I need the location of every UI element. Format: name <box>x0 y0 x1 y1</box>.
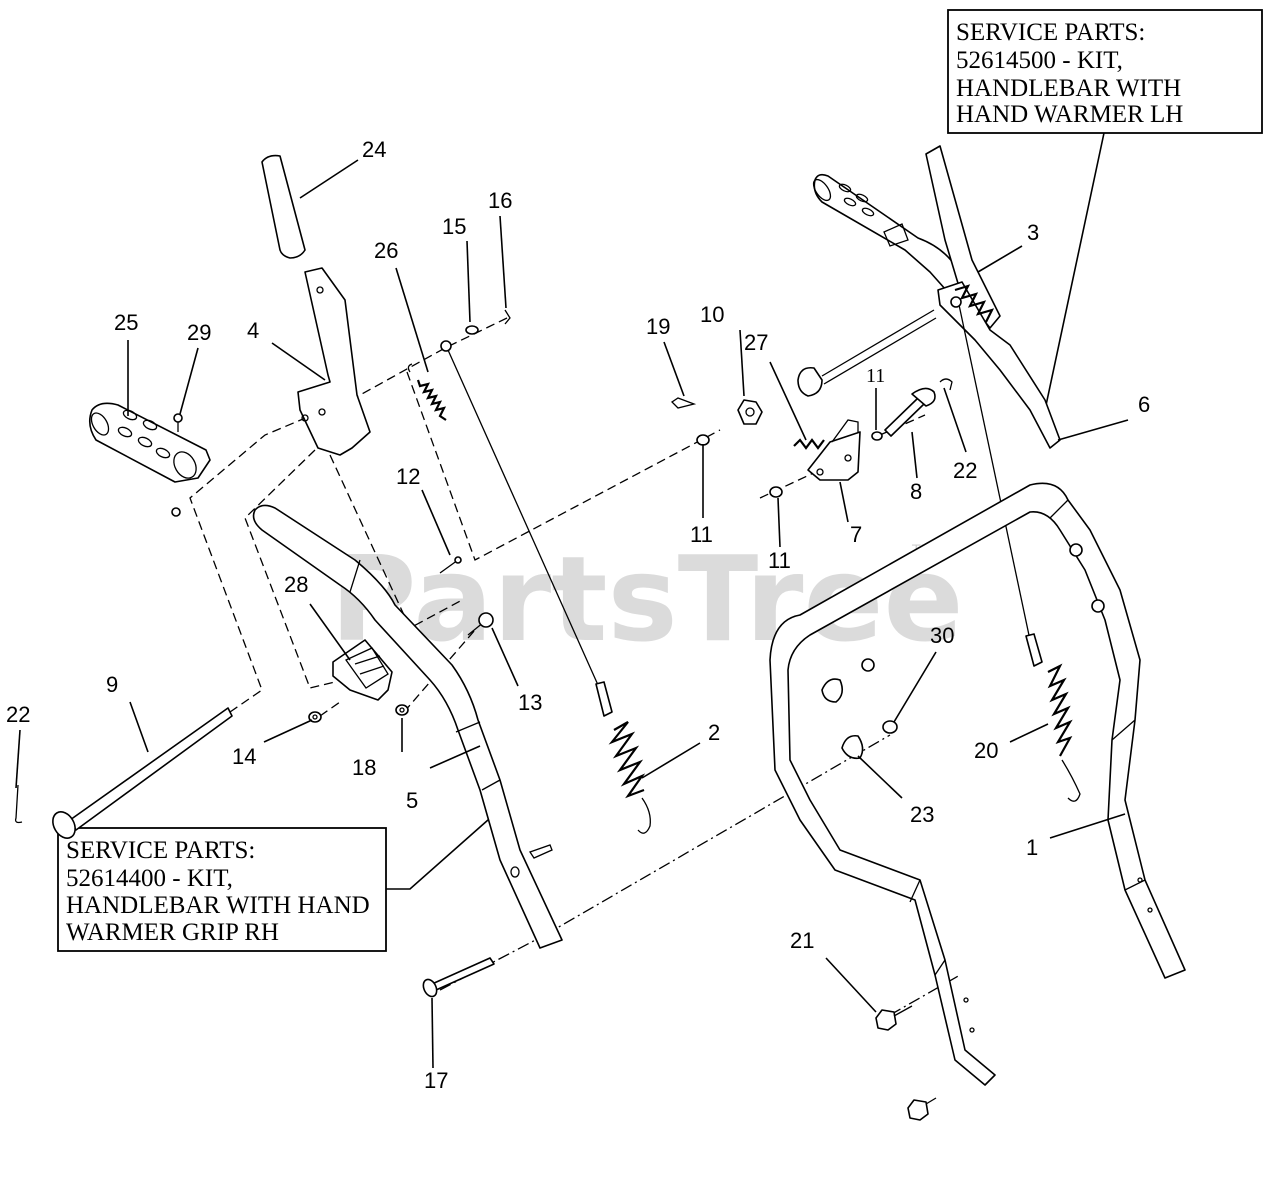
part-24-lever-cover[interactable] <box>261 154 306 259</box>
service-box-lh-line-2: 52614500 - KIT, <box>956 47 1123 74</box>
callout-24[interactable]: 24 <box>362 137 386 162</box>
part-9-interlock-rod[interactable] <box>48 707 233 842</box>
part-8-pivot-pin[interactable] <box>884 387 936 437</box>
part-22-clip-left[interactable] <box>14 784 23 824</box>
part-10-rear-knob[interactable] <box>797 309 937 397</box>
part-25-heated-grip[interactable] <box>88 402 211 483</box>
part-7-pivot-bracket[interactable] <box>807 419 861 481</box>
callout-13[interactable]: 13 <box>518 690 542 715</box>
part-26-spring[interactable] <box>407 363 447 421</box>
callout-21[interactable]: 21 <box>790 928 814 953</box>
callout-22-right[interactable]: 22 <box>953 458 977 483</box>
callout-23[interactable]: 23 <box>910 802 934 827</box>
callout-15[interactable]: 15 <box>442 214 466 239</box>
callout-9[interactable]: 9 <box>106 672 118 697</box>
callout-5[interactable]: 5 <box>406 788 418 813</box>
part-1-lower-handle[interactable] <box>769 482 1186 1086</box>
callout-10[interactable]: 10 <box>700 302 724 327</box>
callout-14[interactable]: 14 <box>232 744 256 769</box>
callout-11-b[interactable]: 11 <box>768 548 791 573</box>
part-29-screw[interactable] <box>171 413 183 517</box>
callout-16[interactable]: 16 <box>488 188 512 213</box>
callout-11-a[interactable]: 11 <box>690 522 713 547</box>
part-14-lock-nut[interactable] <box>308 711 322 723</box>
callout-22-left[interactable]: 22 <box>6 702 30 727</box>
part-15-washer[interactable] <box>465 325 479 335</box>
callout-7[interactable]: 7 <box>850 522 862 547</box>
callout-29[interactable]: 29 <box>187 320 211 345</box>
service-box-lh-line-3: HANDLEBAR WITH <box>956 75 1181 102</box>
part-27-torsion-spring[interactable] <box>793 438 825 450</box>
service-box-lh-line-4: HAND WARMER LH <box>956 101 1183 128</box>
part-16-cotter-pin[interactable] <box>504 309 511 325</box>
service-box-lh-line-1: SERVICE PARTS: <box>956 19 1145 46</box>
callout-11-c[interactable]: 11 <box>866 365 885 387</box>
callout-3[interactable]: 3 <box>1027 220 1039 245</box>
callout-27[interactable]: 27 <box>744 330 768 355</box>
part-19-hairpin[interactable] <box>670 397 697 409</box>
service-box-rh-line-4: WARMER GRIP RH <box>66 919 279 946</box>
callout-28[interactable]: 28 <box>284 572 308 597</box>
part-4-bracket[interactable] <box>297 267 371 456</box>
leader-lines <box>15 159 1129 1069</box>
callout-labels: 1 2 3 4 5 6 7 8 9 10 11 11 11 12 13 14 1… <box>6 137 1150 1093</box>
callout-17[interactable]: 17 <box>424 1068 448 1093</box>
callout-8[interactable]: 8 <box>910 479 922 504</box>
callout-25[interactable]: 25 <box>114 310 138 335</box>
part-18-lock-nut[interactable] <box>395 704 409 716</box>
part-11-nut-a[interactable] <box>696 434 710 446</box>
part-5-handlebar-rh[interactable] <box>252 504 563 949</box>
callout-2[interactable]: 2 <box>708 720 720 745</box>
service-box-rh: SERVICE PARTS: 52614400 - KIT, HANDLEBAR… <box>57 827 387 952</box>
part-11-nut-c[interactable] <box>871 431 883 441</box>
part-11-nut-b[interactable] <box>769 486 783 498</box>
callout-26[interactable]: 26 <box>374 238 398 263</box>
callout-30[interactable]: 30 <box>930 623 954 648</box>
callout-19[interactable]: 19 <box>646 314 670 339</box>
part-23-handle-knob[interactable] <box>841 734 864 760</box>
callout-6[interactable]: 6 <box>1138 392 1150 417</box>
callout-12[interactable]: 12 <box>396 464 420 489</box>
part-28-interlock-block[interactable] <box>332 639 393 701</box>
service-box-rh-line-1: SERVICE PARTS: <box>66 837 255 864</box>
part-22-clip-right[interactable] <box>939 378 953 391</box>
callout-20[interactable]: 20 <box>974 738 998 763</box>
service-box-rh-leader <box>386 811 498 890</box>
service-box-rh-line-3: HANDLEBAR WITH HAND <box>66 892 370 919</box>
callout-1[interactable]: 1 <box>1026 835 1038 860</box>
part-20-extension-spring[interactable] <box>1047 663 1081 802</box>
callout-4[interactable]: 4 <box>247 318 259 343</box>
callout-18[interactable]: 18 <box>352 755 376 780</box>
part-21-hex-bolt-2[interactable] <box>907 1097 937 1121</box>
part-17-carriage-bolt[interactable] <box>421 957 495 999</box>
part-6-cable-lh[interactable] <box>950 296 1043 667</box>
service-box-lh-leader <box>1044 132 1105 411</box>
service-box-rh-line-2: 52614400 - KIT, <box>66 865 233 892</box>
part-12-pin[interactable] <box>439 556 462 574</box>
part-3-handlebar-lh[interactable] <box>810 145 1061 449</box>
part-21-hex-bolt[interactable] <box>875 1005 913 1031</box>
part-30-flange-nut[interactable] <box>882 720 898 734</box>
service-box-lh: SERVICE PARTS: 52614500 - KIT, HANDLEBAR… <box>947 9 1263 134</box>
part-2-cable[interactable] <box>440 340 651 834</box>
part-13-ball-knob[interactable] <box>467 612 494 636</box>
part-10-knob-nut[interactable] <box>737 399 763 425</box>
